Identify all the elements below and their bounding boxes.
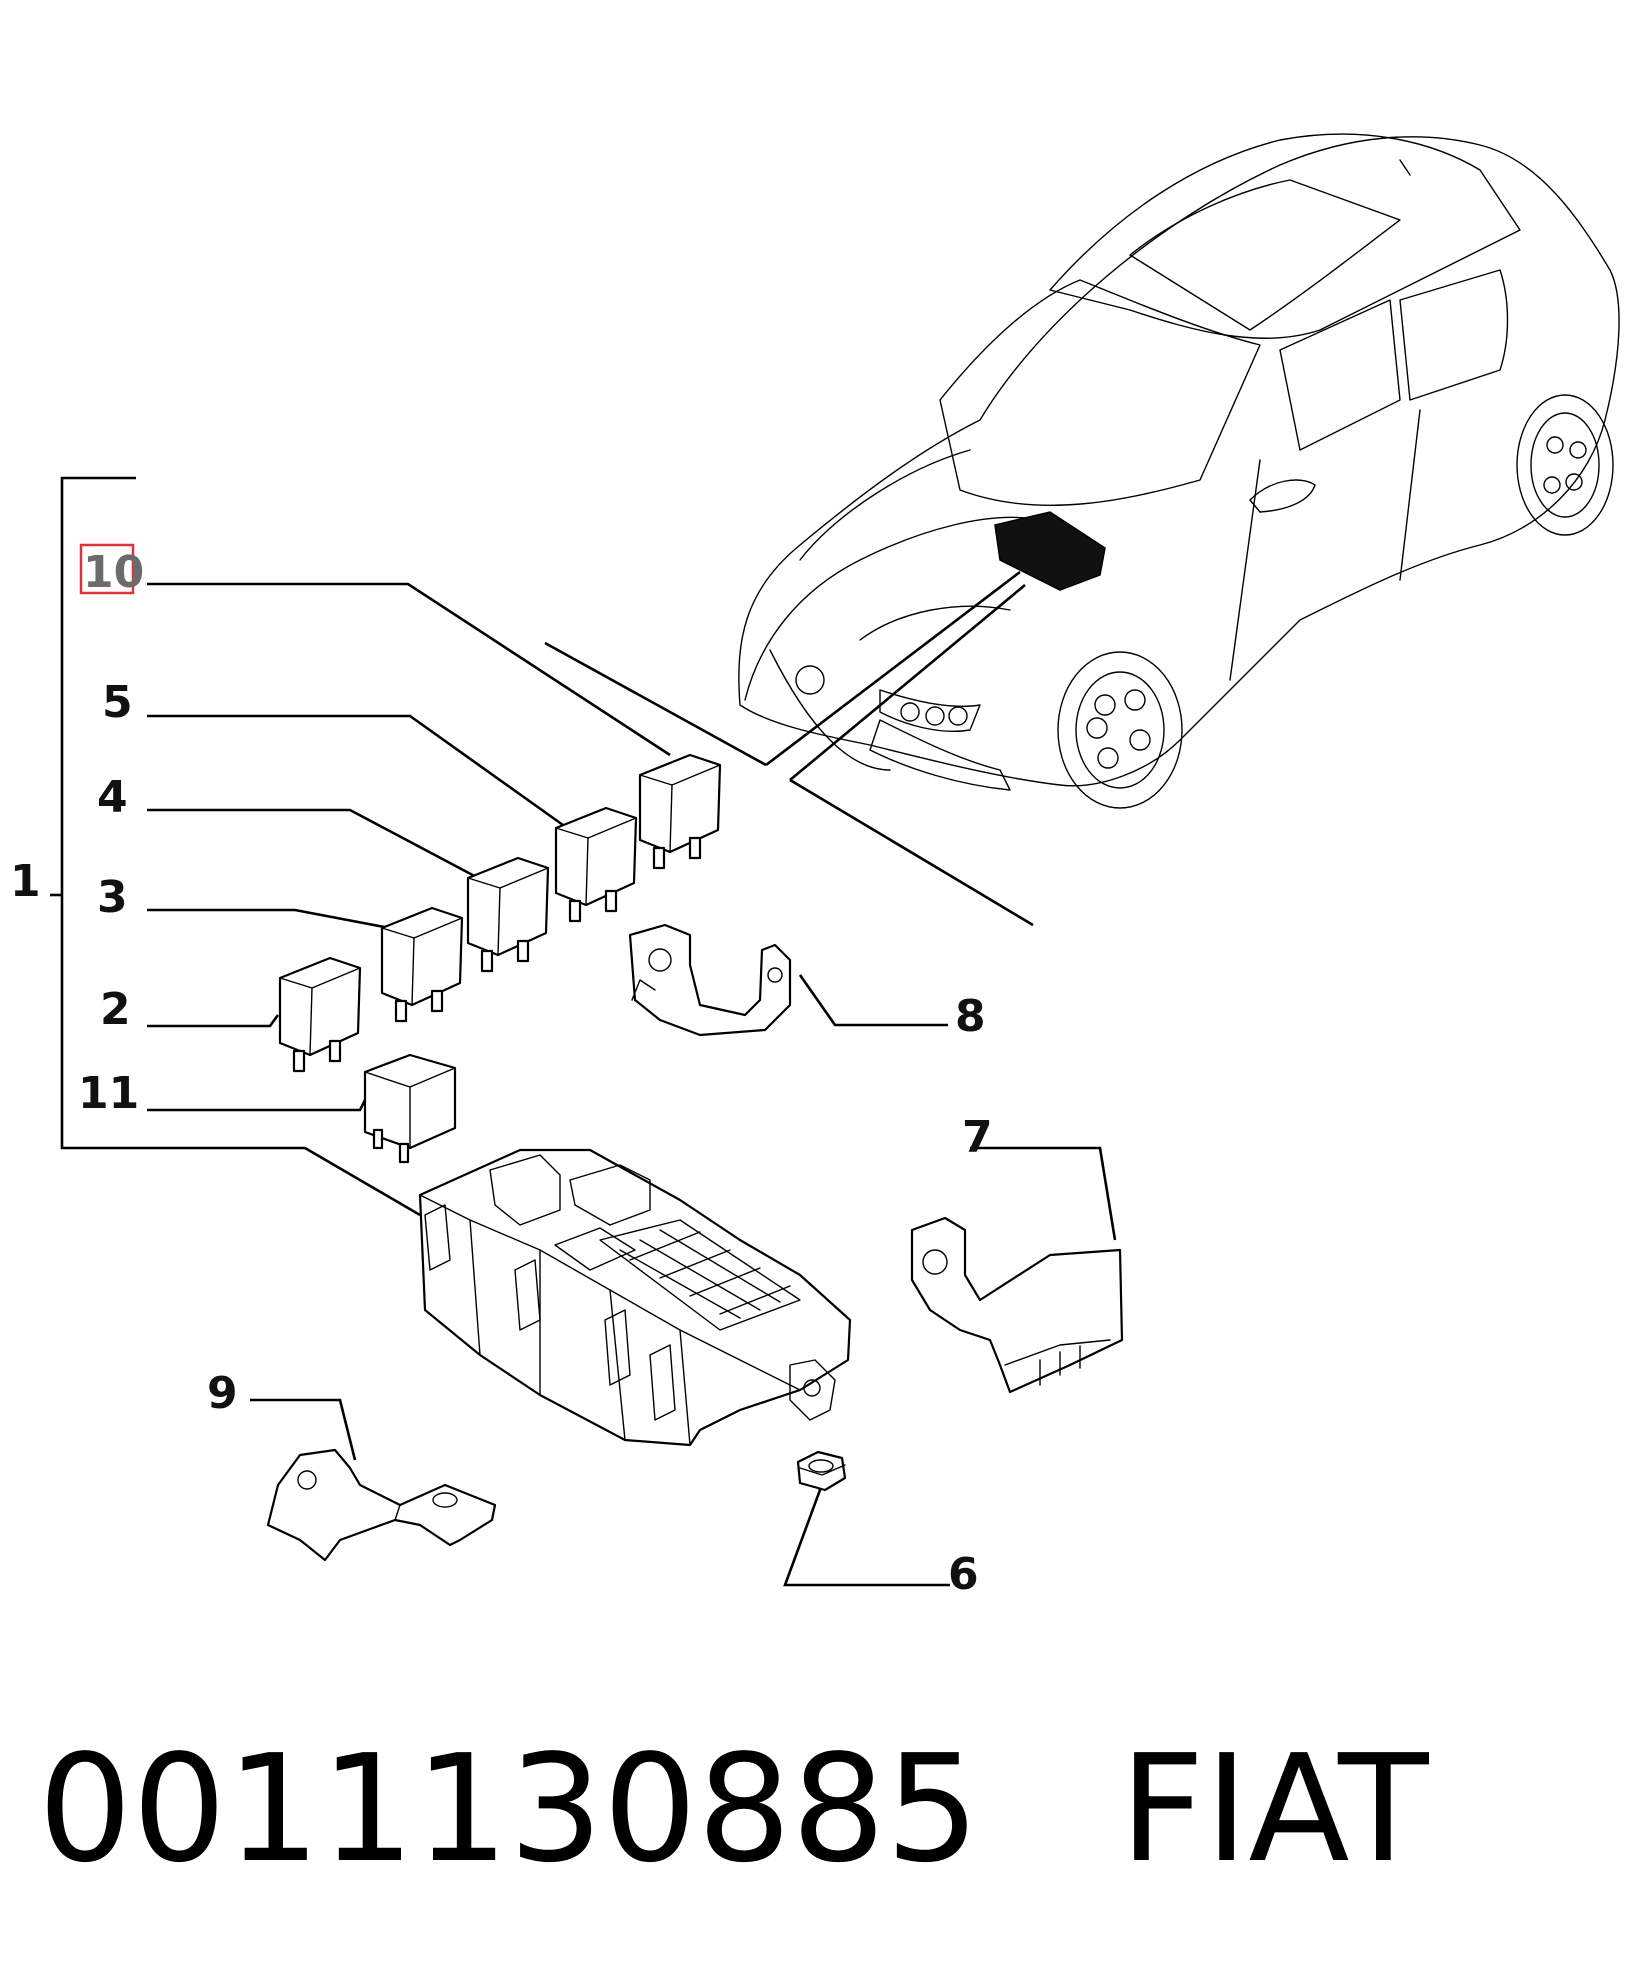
callout-7[interactable]: 7 xyxy=(962,1112,993,1163)
callout-5[interactable]: 5 xyxy=(102,677,133,728)
bracket-8[interactable] xyxy=(628,923,792,1037)
relay-10[interactable] xyxy=(638,753,722,870)
callout-highlight-box xyxy=(79,543,135,595)
brand-name: FIAT xyxy=(1119,1723,1429,1895)
callout-11[interactable]: 11 xyxy=(78,1068,139,1119)
bracket-9[interactable] xyxy=(266,1448,497,1562)
relay-4[interactable] xyxy=(466,856,550,973)
relay-5[interactable] xyxy=(554,806,638,923)
callout-6[interactable]: 6 xyxy=(948,1549,979,1600)
callout-1[interactable]: 1 xyxy=(10,856,41,907)
bracket-7[interactable] xyxy=(910,1216,1124,1394)
callout-labels: 10 5 4 3 2 11 1 8 7 9 6 xyxy=(10,543,993,1600)
relay-11[interactable] xyxy=(363,1053,457,1164)
car-illustration xyxy=(738,133,1620,809)
fuse-box[interactable] xyxy=(418,1148,852,1447)
callout-8[interactable]: 8 xyxy=(955,991,986,1042)
callout-4[interactable]: 4 xyxy=(97,772,128,823)
fuse-box-location-marker xyxy=(994,511,1106,591)
relay-3[interactable] xyxy=(380,906,464,1023)
group-bracket xyxy=(50,476,305,1150)
callout-3[interactable]: 3 xyxy=(97,872,128,923)
nut-6[interactable] xyxy=(796,1450,847,1492)
car-leader-lines xyxy=(544,570,1034,927)
callout-9[interactable]: 9 xyxy=(207,1368,238,1419)
callout-10[interactable]: 10 xyxy=(83,547,144,598)
part-number: 0011130885 xyxy=(38,1723,980,1895)
relay-2[interactable] xyxy=(278,956,362,1073)
callout-2[interactable]: 2 xyxy=(100,984,131,1035)
